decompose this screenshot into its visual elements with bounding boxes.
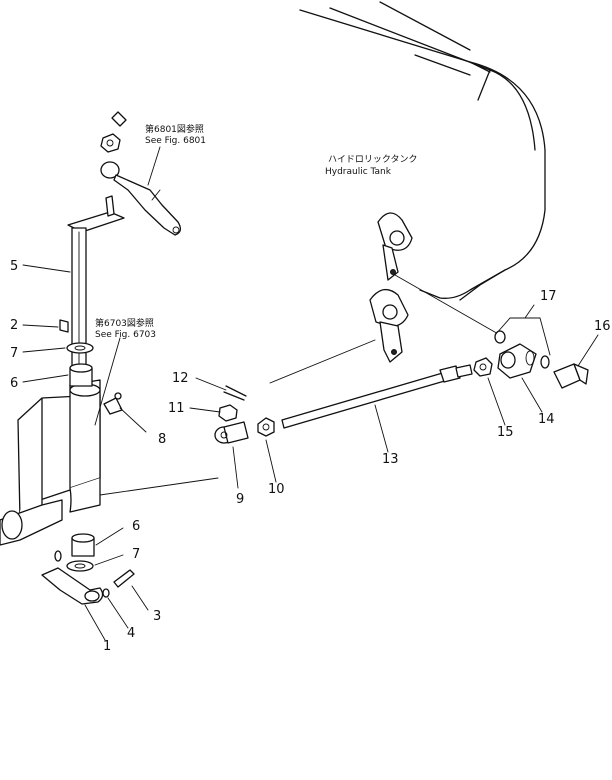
callout-1: 1 — [103, 639, 111, 654]
tank-label-en: Hydraulic Tank — [325, 167, 392, 177]
elbow-14 — [497, 343, 537, 379]
callout-7-lower: 7 — [132, 547, 140, 562]
callout-16: 16 — [594, 319, 611, 334]
ref-6703-jp: 第6703図参照 — [95, 317, 154, 329]
upper-linkage: 第6801図参照 See Fig. 6801 — [100, 111, 206, 236]
ref-6801-jp: 第6801図参照 — [145, 123, 204, 135]
callout-6-upper: 6 — [10, 376, 18, 391]
bolt-16 — [553, 363, 589, 389]
pin-12 — [223, 385, 247, 401]
callout-8: 8 — [158, 432, 166, 447]
callout-6-lower: 6 — [132, 519, 140, 534]
washer-17b — [540, 355, 550, 369]
grease-fitting-8 — [103, 392, 123, 415]
steering-bracket — [0, 379, 219, 546]
callout-9: 9 — [236, 492, 244, 507]
nut-15 — [473, 357, 493, 377]
callout-4: 4 — [127, 626, 135, 641]
rod-13 — [281, 364, 473, 429]
rod-end-9 — [214, 421, 249, 444]
tank-label-jp: ハイドロリックタンク — [328, 154, 417, 165]
callout-10: 10 — [268, 482, 285, 497]
tank-bell-crank-lower — [369, 288, 409, 363]
callout-14: 14 — [538, 412, 555, 427]
callout-numbers: 5 2 7 6 8 6 7 3 4 1 12 11 9 10 13 15 14 … — [10, 259, 611, 654]
callout-5: 5 — [10, 259, 18, 274]
nut-11 — [218, 404, 238, 422]
callout-12: 12 — [172, 371, 189, 386]
callout-3: 3 — [153, 609, 161, 624]
upper-bushings: 第6703図参照 See Fig. 6703 — [59, 317, 156, 426]
ref-6703-en: See Fig. 6703 — [95, 330, 156, 340]
callout-2: 2 — [10, 318, 18, 333]
leader-lines — [22, 264, 599, 641]
hydraulic-tank: ハイドロリックタンク Hydraulic Tank — [299, 1, 546, 301]
ref-6801-en: See Fig. 6801 — [145, 136, 206, 146]
nut-10 — [257, 417, 275, 437]
tank-bell-crank-upper — [377, 212, 413, 281]
washer-17a — [494, 330, 506, 344]
callout-13: 13 — [382, 452, 399, 467]
callout-15: 15 — [497, 425, 514, 440]
callout-7-upper: 7 — [10, 346, 18, 361]
lower-lever-assembly — [41, 533, 135, 605]
callout-17: 17 — [540, 289, 557, 304]
callout-11: 11 — [168, 401, 185, 416]
